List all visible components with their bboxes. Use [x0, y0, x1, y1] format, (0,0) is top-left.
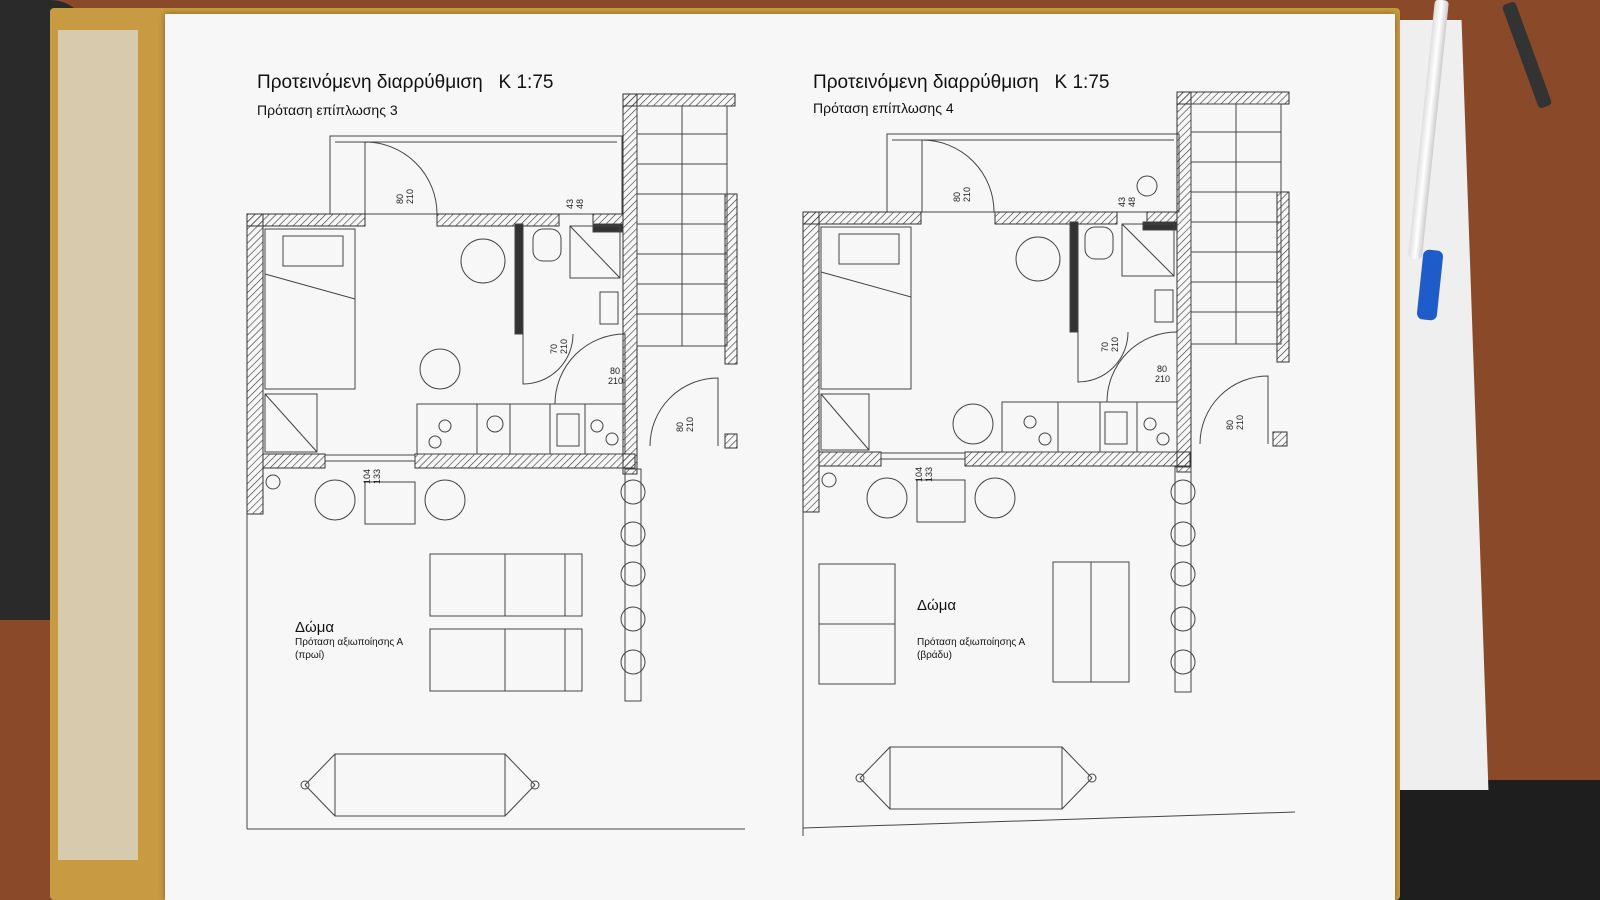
- right-window: [880, 452, 966, 460]
- left-dimensions: 80 210 43 48 70 210 80 210 80 210 104 13…: [362, 189, 695, 484]
- left-kitchen-counter: [416, 403, 626, 455]
- right-roof-sub1: Πρόταση αξιωποίησης Α: [917, 637, 1026, 648]
- left-dim-inner: 70: [549, 344, 559, 354]
- right-roof-chair-1: [866, 477, 908, 519]
- right-plan-title: Προτεινόμενη διαρρύθμιση K 1:75: [813, 72, 1109, 94]
- left-sunbed-1: [429, 553, 583, 617]
- left-shower: [569, 225, 621, 279]
- right-roof-label: Δώμα: [917, 597, 957, 614]
- right-sink: [1154, 289, 1174, 323]
- desk-dark-corner: [1380, 780, 1600, 900]
- left-stair-door: [649, 377, 719, 447]
- left-inner-door: [554, 333, 626, 405]
- left-title-text: Προτεινόμενη διαρρύθμιση: [257, 72, 483, 93]
- left-upper-door: [364, 141, 438, 215]
- right-stair-door: [1199, 375, 1269, 445]
- left-bed: [264, 228, 356, 390]
- left-chair-1: [460, 238, 506, 284]
- left-dim-kitchen: 80: [610, 366, 620, 376]
- right-plan-subtitle: Πρόταση επίπλωσης 4: [813, 100, 954, 116]
- left-scale-text: K 1:75: [498, 72, 554, 93]
- left-dim-inner-h: 210: [559, 339, 569, 354]
- right-shower: [1121, 223, 1175, 277]
- left-roof-sub1: Πρόταση αξιωποίησης Α: [295, 637, 404, 648]
- right-title-text: Προτεινόμενη διαρρύθμιση: [813, 72, 1039, 93]
- right-dim-kitchen: 80: [1157, 364, 1167, 374]
- left-dim-stair: 80: [675, 422, 685, 432]
- left-sink: [599, 291, 619, 325]
- left-hammock: [334, 753, 506, 817]
- floor-plan-drawing: 80 210 43 48 70 210 80 210 80 210 104 13…: [246, 91, 1296, 836]
- left-roof-chair-2: [424, 479, 466, 521]
- pen-icon-second: [1501, 0, 1553, 110]
- left-roof-chair-1: [314, 479, 356, 521]
- right-dim-kitchen-h: 210: [1155, 374, 1170, 384]
- right-dim-window: 104: [914, 467, 924, 482]
- right-scale-text: K 1:75: [1054, 72, 1110, 93]
- left-window: [324, 454, 416, 462]
- right-planter: [1174, 466, 1192, 693]
- right-bath-door: [1077, 331, 1129, 383]
- left-dim-main-door-h: 210: [405, 189, 415, 204]
- right-toilet: [1084, 226, 1114, 260]
- right-kitchen-counter: [1001, 401, 1178, 453]
- right-dim-main-door-h: 210: [962, 187, 972, 202]
- left-plan-title: Προτεινόμενη διαρρύθμιση K 1:75: [257, 72, 553, 94]
- right-roof-description: Πρόταση αξιωποίησης Α (βράδυ): [917, 636, 1057, 662]
- left-dim-stair-h: 210: [685, 417, 695, 432]
- right-bed: [820, 226, 912, 390]
- left-roof-description: Πρόταση αξιωποίησης Α (πρωί): [295, 636, 435, 662]
- left-roof-label: Δώμα: [295, 619, 335, 636]
- right-plan: [802, 91, 1296, 836]
- left-dim-kitchen-h: 210: [608, 376, 623, 386]
- right-roof-chair-2: [974, 477, 1016, 519]
- right-chair-2: [952, 403, 994, 445]
- right-roof-table: [916, 479, 966, 523]
- left-dim-bath: 43: [565, 199, 575, 209]
- envelope-seal-strip: [58, 30, 138, 860]
- left-chair-2: [419, 348, 461, 390]
- left-plan: [246, 93, 745, 830]
- right-dim-bath: 43: [1117, 197, 1127, 207]
- right-dim-inner-h: 210: [1110, 337, 1120, 352]
- right-upper-door: [921, 139, 995, 213]
- right-roof-sub2: (βράδυ): [917, 650, 952, 661]
- right-dim-stair: 80: [1225, 420, 1235, 430]
- left-dim-window: 104: [362, 469, 372, 484]
- right-dim-stair-h: 210: [1235, 415, 1245, 430]
- left-dim-bath-h: 48: [575, 199, 585, 209]
- left-sunbed-2: [429, 628, 583, 692]
- floor-plan-sheet: Προτεινόμενη διαρρύθμιση K 1:75 Πρόταση …: [165, 14, 1395, 900]
- left-plan-subtitle: Πρόταση επίπλωσης 3: [257, 102, 398, 118]
- right-inner-door: [1106, 331, 1178, 403]
- right-dim-main-door: 80: [952, 192, 962, 202]
- right-chair-1: [1015, 236, 1061, 282]
- right-dim-window-h: 133: [924, 467, 934, 482]
- left-dim-main-door: 80: [395, 194, 405, 204]
- right-dimensions: 80 210 43 48 70 210 80 210 80 210 104 13…: [914, 187, 1245, 482]
- left-planter: [624, 468, 642, 702]
- left-roof-sub2: (πρωί): [295, 650, 325, 661]
- left-bath-door: [522, 333, 574, 385]
- right-dim-inner: 70: [1100, 342, 1110, 352]
- left-toilet: [532, 228, 562, 262]
- left-roof-table: [364, 481, 416, 525]
- left-dim-window-h: 133: [372, 469, 382, 484]
- right-hammock: [889, 746, 1063, 810]
- right-dim-bath-h: 48: [1127, 197, 1137, 207]
